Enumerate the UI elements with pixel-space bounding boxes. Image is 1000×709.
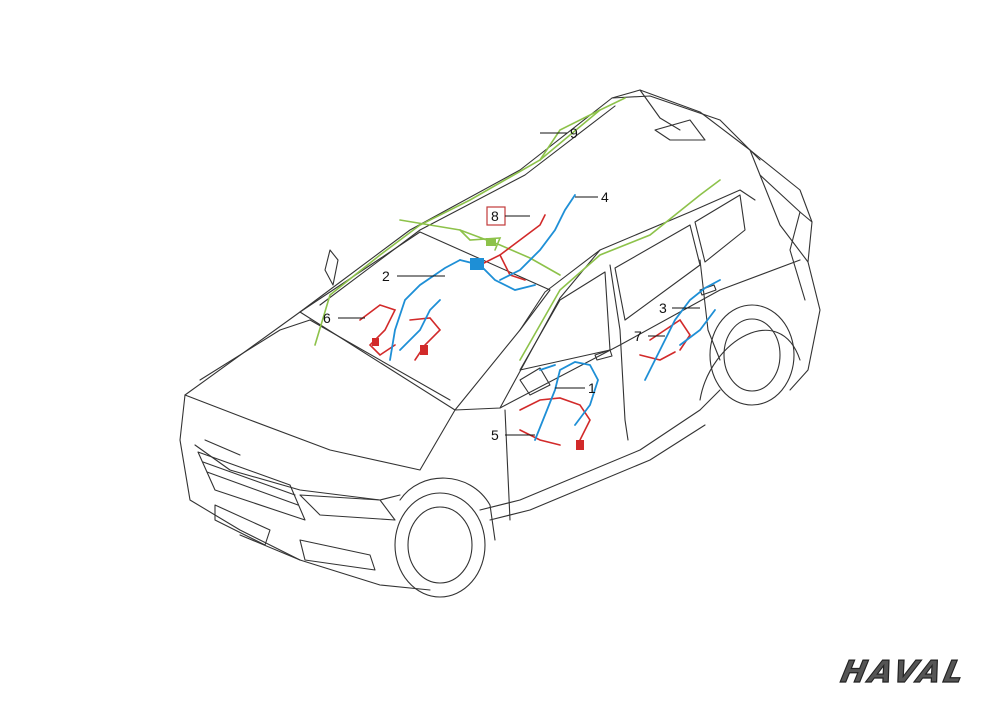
haval-logo: HAVAL (837, 655, 970, 691)
callout-6: 6 (323, 310, 365, 326)
callout-3: 3 (659, 300, 700, 316)
callout-label-3: 3 (659, 300, 667, 316)
callout-label-6: 6 (323, 310, 331, 326)
vehicle-outline (179, 89, 821, 598)
callout-9: 9 (540, 125, 578, 141)
callout-label-4: 4 (601, 189, 609, 205)
callout-label-1: 1 (588, 380, 596, 396)
callout-8: 8 (486, 206, 530, 226)
callout-4: 4 (575, 189, 609, 205)
callout-2: 2 (382, 268, 445, 284)
callout-5: 5 (491, 427, 535, 443)
harness-blue (389, 194, 721, 441)
harness-connectors (372, 238, 584, 450)
callout-label-7: 7 (634, 328, 642, 344)
callout-label-5: 5 (491, 427, 499, 443)
callout-label-8: 8 (491, 208, 499, 224)
haval-logo-text: HAVAL (838, 655, 970, 690)
callout-label-2: 2 (382, 268, 390, 284)
callout-label-9: 9 (570, 125, 578, 141)
harness-roof-green (314, 97, 721, 361)
callout-1: 1 (555, 380, 596, 396)
callout-7: 7 (634, 328, 665, 344)
